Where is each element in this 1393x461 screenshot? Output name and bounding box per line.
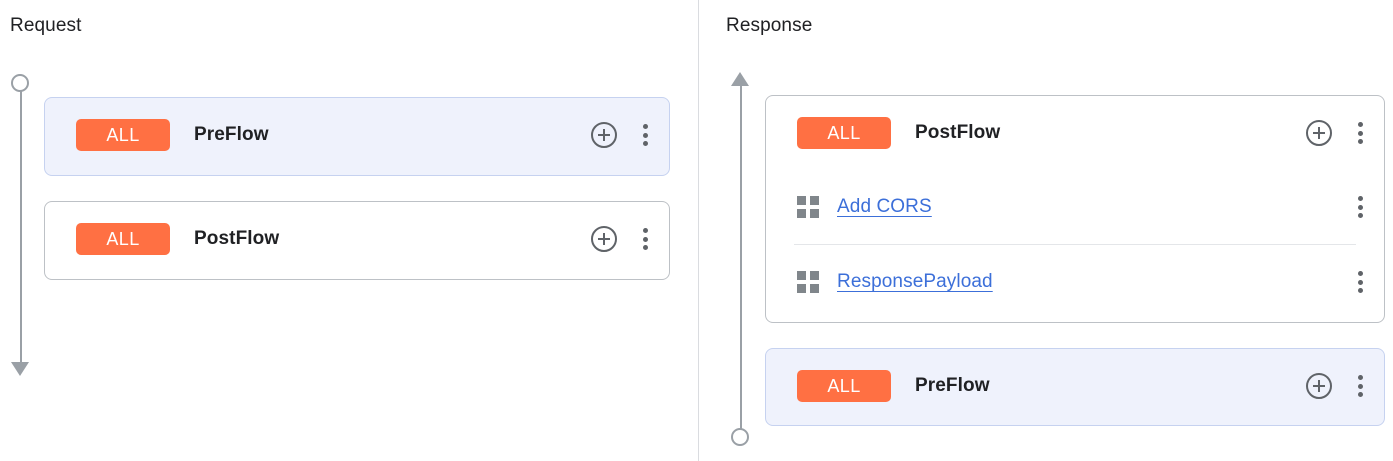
kebab-dot	[642, 141, 648, 146]
plus-circle-icon[interactable]	[591, 226, 617, 252]
rail-line	[20, 90, 22, 366]
grid-square	[797, 196, 806, 205]
grid-square	[810, 196, 819, 205]
more-vert-icon[interactable]	[635, 228, 655, 250]
plus-circle-icon[interactable]	[1306, 373, 1332, 399]
request-pane: Request ALL PreFlow ALL	[9, 15, 670, 376]
verb-badge: ALL	[797, 370, 891, 402]
grid-square	[810, 209, 819, 218]
grid-square	[810, 271, 819, 280]
pane-divider	[698, 0, 699, 461]
plus-circle-icon[interactable]	[591, 122, 617, 148]
verb-badge: ALL	[76, 119, 170, 151]
more-vert-icon[interactable]	[1350, 375, 1370, 397]
kebab-dot	[1357, 383, 1363, 389]
grid-square	[810, 284, 819, 293]
policy-row-responsepayload[interactable]: ResponsePayload	[766, 245, 1384, 319]
request-flow-card-preflow[interactable]: ALL PreFlow	[44, 97, 670, 176]
response-flow-card-preflow[interactable]: ALL PreFlow	[765, 348, 1385, 426]
verb-badge: ALL	[797, 117, 891, 149]
rail-arrow-down-icon	[11, 362, 29, 376]
kebab-dot	[1357, 139, 1363, 144]
kebab-dot	[1357, 375, 1363, 380]
policy-grid-icon	[797, 196, 819, 218]
flow-name-label: PostFlow	[194, 228, 280, 249]
flow-name-label: PreFlow	[915, 375, 990, 396]
flow-header-row[interactable]: ALL PreFlow	[45, 98, 669, 172]
kebab-dot	[642, 124, 648, 129]
flow-header-row[interactable]: ALL PostFlow	[766, 96, 1384, 170]
rail-start-circle-icon	[731, 428, 749, 446]
rail-arrow-up-icon	[731, 72, 749, 86]
more-vert-icon[interactable]	[1350, 122, 1370, 144]
flow-name-label: PostFlow	[915, 122, 1001, 143]
policy-row-separator	[794, 244, 1356, 245]
kebab-dot	[1357, 279, 1363, 285]
request-pane-title: Request	[10, 15, 82, 36]
kebab-dot	[1357, 288, 1363, 293]
kebab-dot	[642, 236, 648, 242]
more-vert-icon[interactable]	[1350, 271, 1370, 293]
kebab-dot	[642, 132, 648, 138]
plus-circle-icon[interactable]	[1306, 120, 1332, 146]
kebab-dot	[1357, 130, 1363, 136]
request-flow-card-postflow[interactable]: ALL PostFlow	[44, 201, 670, 280]
kebab-dot	[1357, 213, 1363, 218]
more-vert-icon[interactable]	[635, 124, 655, 146]
grid-square	[797, 284, 806, 293]
kebab-dot	[1357, 204, 1363, 210]
grid-square	[797, 209, 806, 218]
policy-row-add-cors[interactable]: Add CORS	[766, 170, 1384, 244]
kebab-dot	[642, 228, 648, 233]
rail-line	[740, 84, 742, 444]
response-flow-rail	[729, 72, 753, 446]
kebab-dot	[1357, 122, 1363, 127]
response-pane-title: Response	[726, 15, 813, 36]
response-flow-card-postflow[interactable]: ALL PostFlow Add CORS	[765, 95, 1385, 323]
policy-grid-icon	[797, 271, 819, 293]
response-pane: Response	[699, 0, 1393, 461]
flow-header-row[interactable]: ALL PostFlow	[45, 202, 669, 276]
flow-name-label: PreFlow	[194, 124, 269, 145]
kebab-dot	[1357, 271, 1363, 276]
verb-badge: ALL	[76, 223, 170, 255]
request-flow-rail	[9, 74, 33, 376]
policy-link[interactable]: Add CORS	[837, 196, 932, 217]
kebab-dot	[1357, 196, 1363, 201]
policy-link[interactable]: ResponsePayload	[837, 271, 993, 292]
flow-header-row[interactable]: ALL PreFlow	[766, 349, 1384, 423]
grid-square	[797, 271, 806, 280]
kebab-dot	[1357, 392, 1363, 397]
kebab-dot	[642, 245, 648, 250]
more-vert-icon[interactable]	[1350, 196, 1370, 218]
